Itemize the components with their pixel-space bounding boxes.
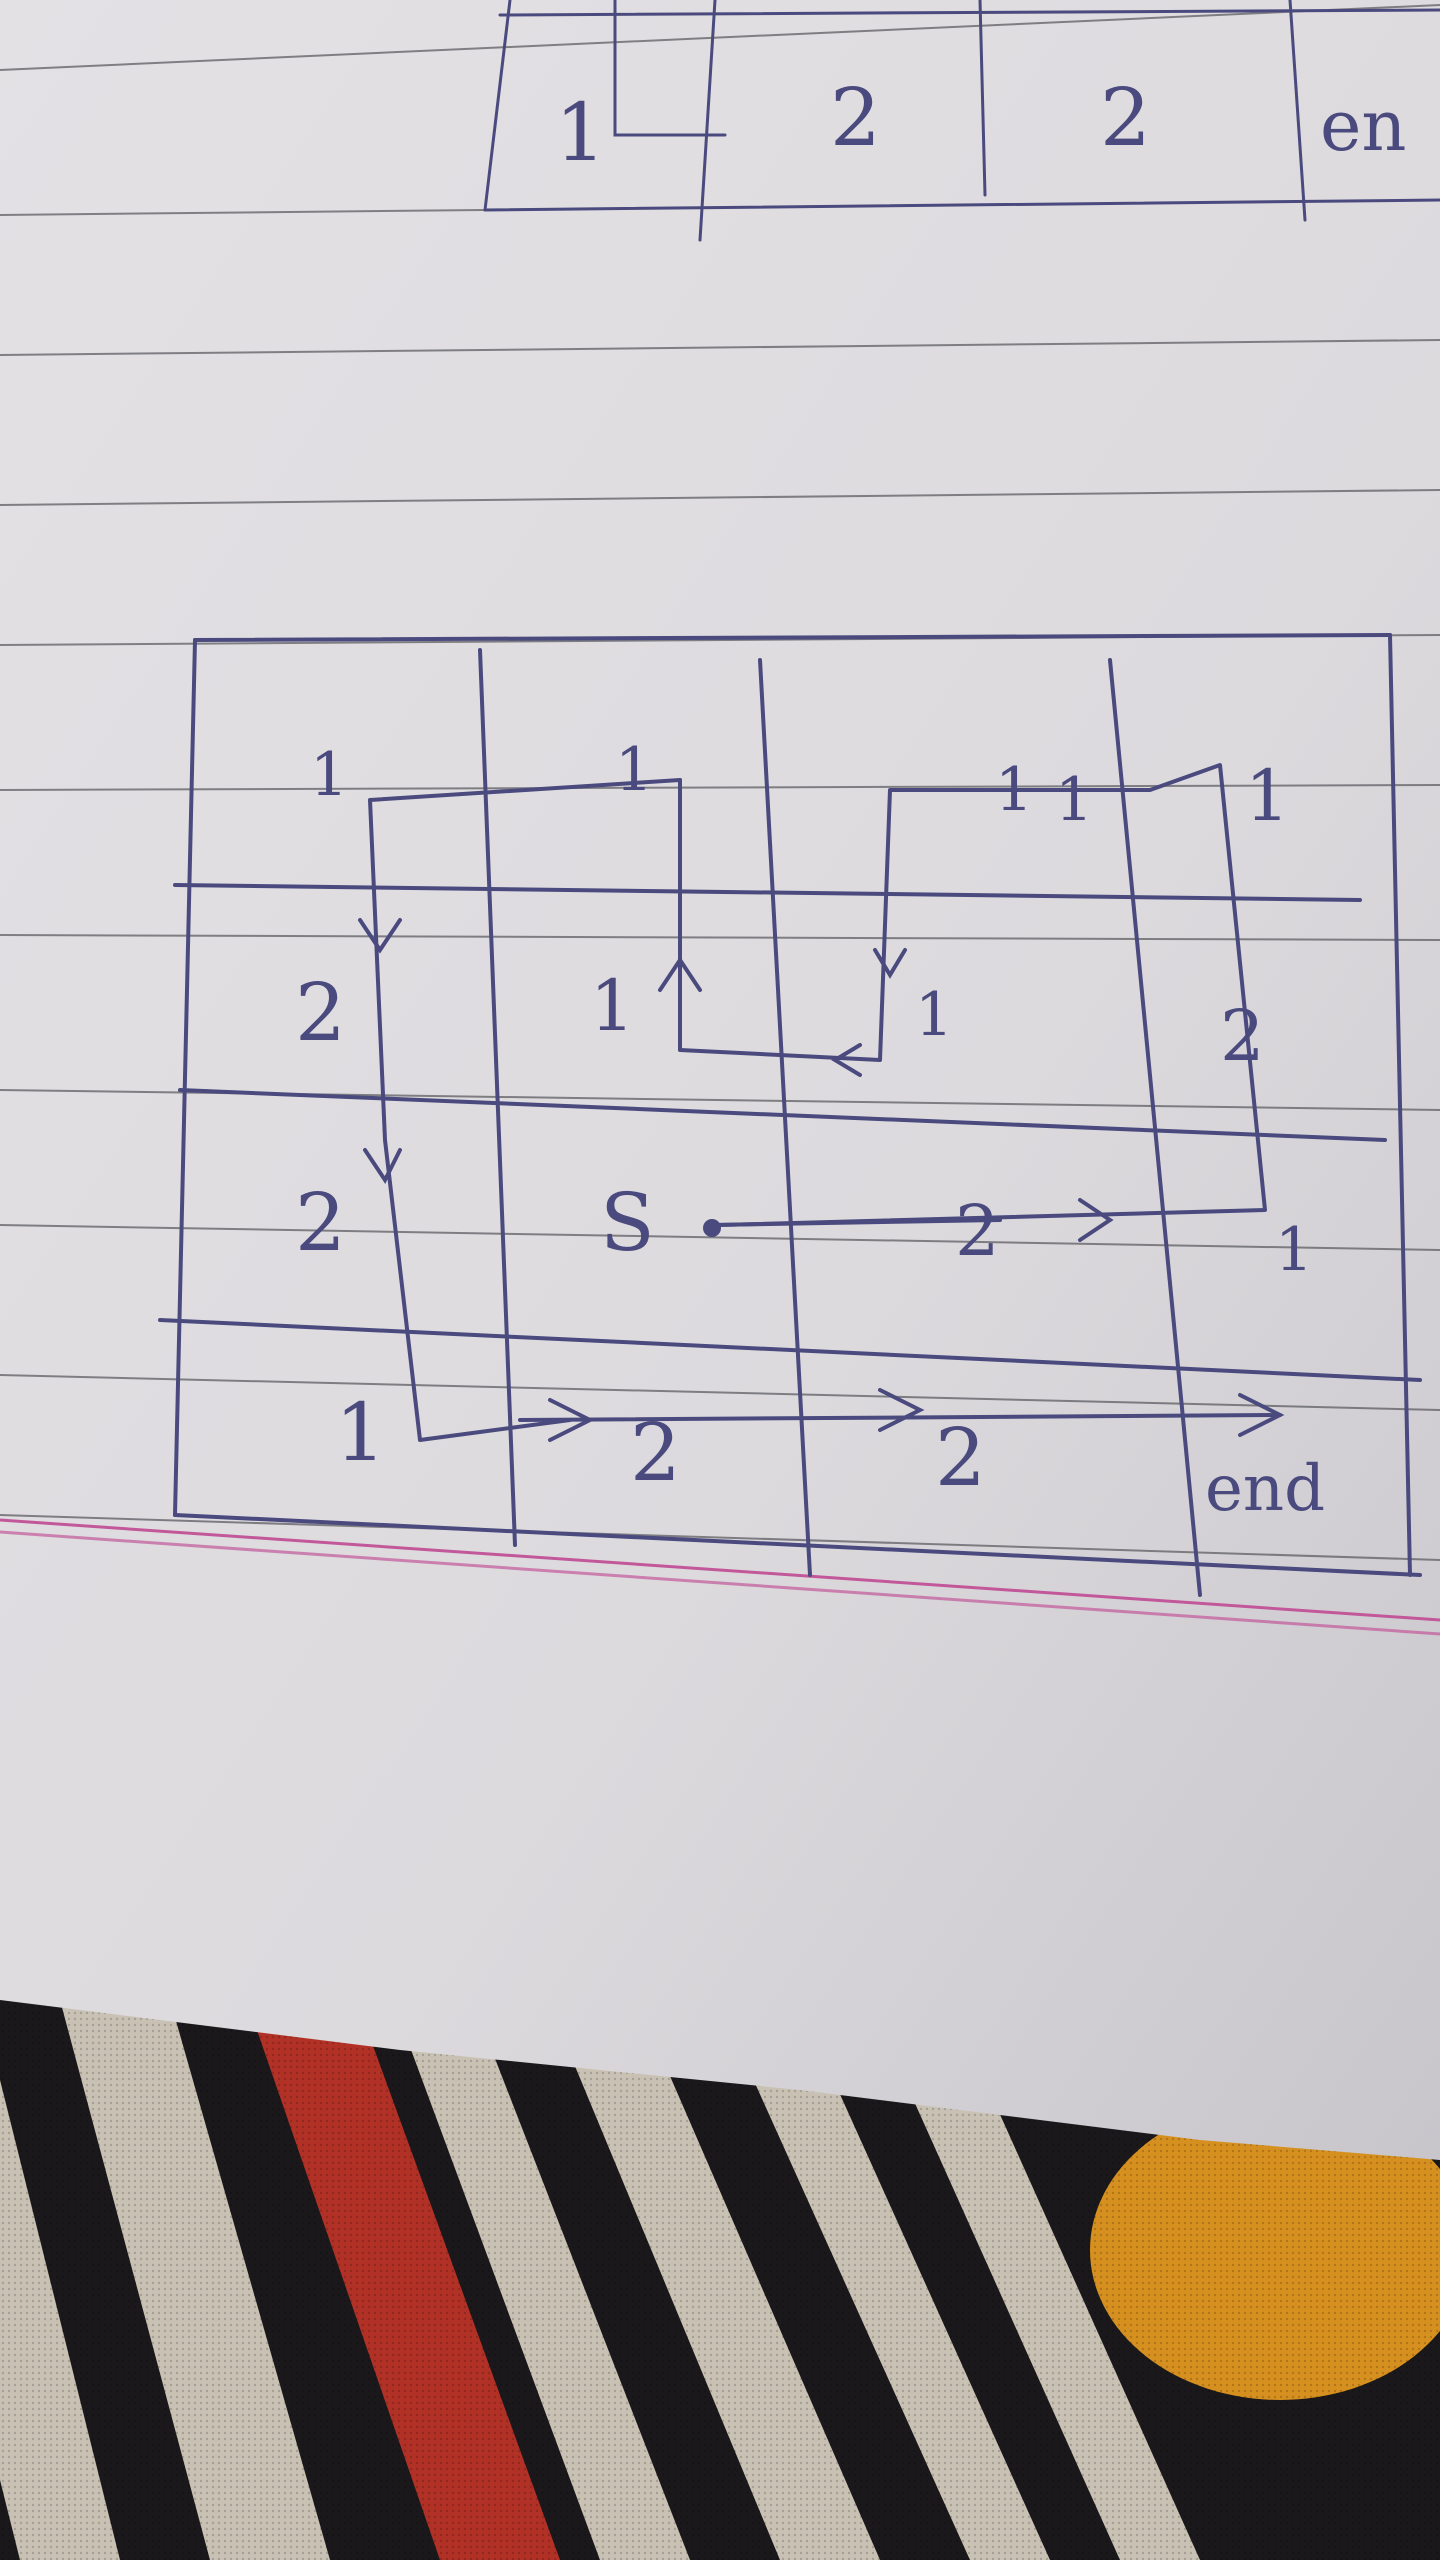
arrow-down-mid-loop (873, 948, 907, 979)
route-bottom (518, 1413, 1282, 1422)
label-bottom-mid: 2 (630, 1406, 681, 1499)
arrow-up-loop (658, 956, 702, 992)
top-grid-cell-1: 1 (555, 86, 606, 179)
end-label: end (1205, 1452, 1325, 1526)
arrow-right-start (1078, 1198, 1114, 1242)
path-labels: S end 1 2 2 1 2 2 1 1 1 1 1 1 2 1 2 (295, 735, 1325, 1526)
label-right-loop-top-mid: 1 (1055, 765, 1093, 835)
label-left-upper: 2 (295, 966, 346, 1059)
label-right-bottom: 1 (1275, 1215, 1313, 1285)
label-loop-left: 1 (590, 965, 635, 1047)
start-dot (703, 1219, 721, 1237)
arrow-down-left-lower (363, 1148, 402, 1184)
route-path (368, 763, 1282, 1442)
label-left-lower: 2 (295, 1176, 346, 1269)
arrow-right-bottom-1 (548, 1398, 595, 1442)
label-start-path: 2 (955, 1190, 1000, 1272)
route-start-line (708, 1218, 1002, 1227)
arrow-right-bottom-3 (1238, 1393, 1285, 1437)
label-left-top: 1 (310, 740, 348, 810)
label-bottom-left: 1 (335, 1386, 386, 1479)
label-bottom-right: 2 (935, 1411, 986, 1504)
path-grid (158, 633, 1422, 1597)
arrow-left-mid-loop (831, 1043, 862, 1077)
label-right-side: 2 (1220, 995, 1265, 1077)
label-loop-top: 1 (615, 735, 653, 805)
top-grid-cell-2: 2 (830, 71, 881, 164)
route-mid-loop (678, 763, 1267, 1227)
arrow-down-left-upper (358, 918, 402, 954)
arrowheads (358, 918, 1285, 1442)
route-left-loop (368, 778, 682, 1442)
top-grid-labels: 1 2 2 en (555, 71, 1407, 179)
arrow-right-bottom-2 (878, 1388, 925, 1432)
label-right-top: 1 (1245, 755, 1290, 837)
notebook-page (0, 0, 1440, 2160)
start-label: S (600, 1176, 655, 1269)
label-right-loop-top: 1 (995, 755, 1033, 825)
top-grid-cell-4: en (1320, 85, 1407, 167)
top-grid-cell-3: 2 (1100, 71, 1151, 164)
top-grid (483, 0, 1440, 242)
margin-line (0, 1518, 1440, 1636)
label-right-loop-down: 1 (915, 980, 953, 1050)
